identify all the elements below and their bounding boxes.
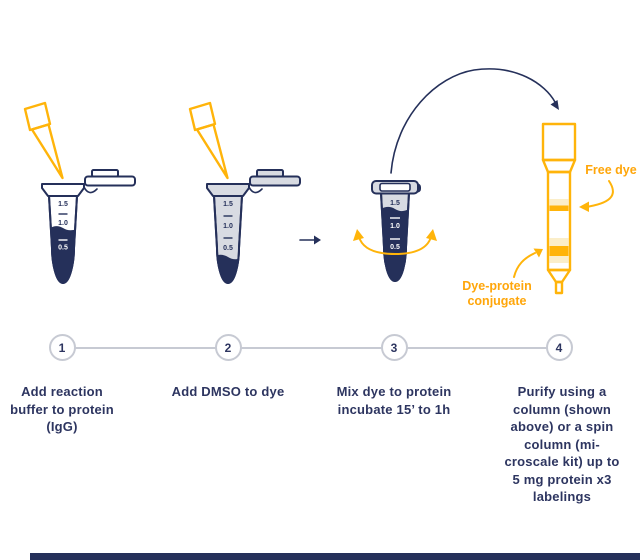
graduation-label: 1.0 — [390, 223, 400, 230]
graduation-label: 0.5 — [223, 245, 233, 252]
open-cap-icon — [83, 169, 136, 194]
dye-protein-conjugate-label: Dye-protein conjugate — [462, 279, 532, 308]
graduation-label: 1.0 — [58, 220, 68, 227]
step-2-description: Add DMSO to dye — [171, 384, 285, 399]
pipette-icon — [188, 101, 229, 180]
graduation-label: 1.5 — [390, 200, 400, 207]
graduation-label: 1.5 — [223, 201, 233, 208]
closed-cap-icon — [371, 180, 421, 195]
dye-tube: 1.5 1.0 0.5 — [206, 169, 301, 284]
purification-column — [541, 122, 577, 295]
pipette-icon — [23, 101, 64, 180]
free-dye-label: Free dye — [585, 163, 637, 177]
protein-tube: 1.5 1.0 0.5 — [41, 169, 136, 284]
step-connector-line — [62, 347, 559, 349]
free-dye-pointer-arrow-icon — [579, 180, 614, 212]
step-4-description: Purify using a column (shown above) or a… — [504, 384, 620, 504]
open-cap-icon — [248, 169, 301, 194]
graduation-label: 1.5 — [58, 201, 68, 208]
footer-bar — [30, 553, 640, 560]
graduation-label: 0.5 — [390, 244, 400, 251]
graduation-label: 1.0 — [223, 223, 233, 230]
step-3-marker: 3 — [380, 334, 408, 361]
step-3-description: Mix dye to protein incubate 15’ to 1h — [336, 384, 452, 417]
step-2-marker: 2 — [214, 334, 242, 361]
step-4-marker: 4 — [545, 334, 573, 361]
flow-arrow-icon — [299, 235, 321, 245]
conjugate-pointer-arrow-icon — [513, 248, 543, 278]
mix-tube: 1.5 1.0 0.5 — [371, 180, 421, 282]
graduation-label: 0.5 — [58, 245, 68, 252]
transfer-arc-arrow-icon — [390, 68, 559, 174]
step-1-marker: 1 — [48, 334, 76, 361]
rotation-arrows-icon — [353, 229, 437, 256]
step-1-description: Add reaction buffer to protein (IgG) — [10, 384, 114, 434]
